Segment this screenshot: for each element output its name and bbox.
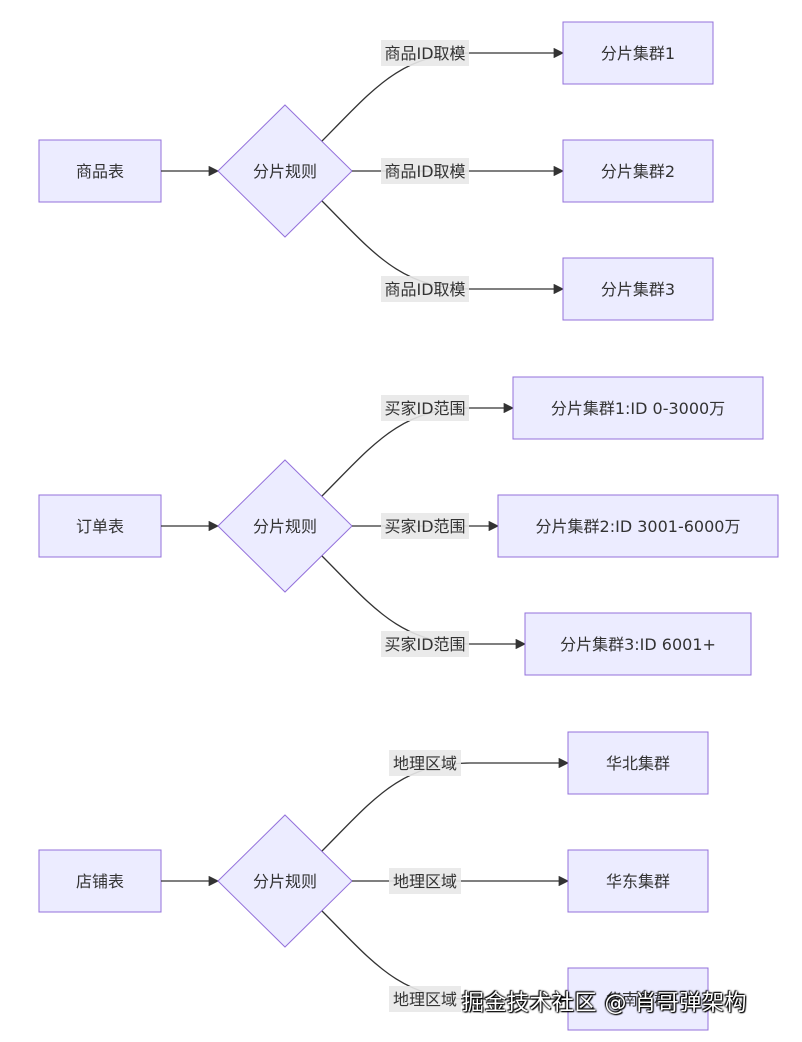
rule-diamond: [217, 459, 353, 593]
edge-rule-to-target: [321, 200, 565, 295]
edge-label-bg: [389, 986, 461, 1012]
edge-label: 商品ID取模: [384, 44, 465, 63]
edge-rule-to-target: [321, 47, 565, 142]
target-node-label: 华北集群: [606, 754, 670, 773]
edge-label-bg: [381, 158, 469, 184]
edge-label-bg: [389, 868, 461, 894]
target-node-label: 分片集群2:ID 3001-6000万: [536, 517, 741, 536]
target-node: [512, 376, 764, 440]
rule-label: 分片规则: [253, 517, 317, 536]
edge-label-bg: [381, 40, 469, 66]
group-3: 店铺表分片规则地理区域华北集群地理区域华东集群地理区域华南集群: [38, 731, 709, 1031]
target-node: [567, 731, 709, 795]
edge-rule-to-target: [321, 402, 515, 497]
edge-rule-to-target: [321, 555, 527, 650]
source-node: [38, 494, 162, 558]
edge-label-bg: [381, 395, 469, 421]
target-node-label: 华南集群: [606, 990, 670, 1009]
rule-label: 分片规则: [253, 162, 317, 181]
rule-diamond: [217, 814, 353, 948]
edge-label-bg: [389, 750, 461, 776]
target-node-label: 分片集群1: [601, 44, 675, 63]
rule-label: 分片规则: [253, 872, 317, 891]
edge-label: 买家ID范围: [384, 635, 465, 654]
target-node-label: 分片集群1:ID 0-3000万: [551, 399, 725, 418]
edge-label-bg: [381, 631, 469, 657]
target-node-label: 分片集群3:ID 6001+: [560, 635, 716, 654]
group-1: 商品表分片规则商品ID取模分片集群1商品ID取模分片集群2商品ID取模分片集群3: [38, 21, 714, 321]
edge-label: 地理区域: [393, 754, 457, 773]
target-node: [567, 849, 709, 913]
target-node: [562, 21, 714, 85]
edge-label: 地理区域: [393, 872, 457, 891]
group-2: 订单表分片规则买家ID范围分片集群1:ID 0-3000万买家ID范围分片集群2…: [38, 376, 779, 676]
target-node: [524, 612, 752, 676]
edge-label: 地理区域: [393, 990, 457, 1009]
source-node-label: 店铺表: [76, 872, 124, 891]
edge-rule-to-target: [321, 757, 570, 852]
target-node: [562, 257, 714, 321]
watermark: 掘金技术社区 @ 肖哥弹架构: [462, 991, 747, 1016]
edge-label: 买家ID范围: [384, 517, 465, 536]
target-node-label: 分片集群3: [601, 280, 675, 299]
target-node: [562, 139, 714, 203]
target-node-label: 华东集群: [606, 872, 670, 891]
target-node: [567, 967, 709, 1031]
source-node-label: 订单表: [76, 517, 124, 536]
edge-label: 商品ID取模: [384, 162, 465, 181]
edge-label: 买家ID范围: [384, 399, 465, 418]
target-node-label: 分片集群2: [601, 162, 675, 181]
source-node-label: 商品表: [76, 162, 124, 181]
edge-label-bg: [381, 276, 469, 302]
edge-label: 商品ID取模: [384, 280, 465, 299]
source-node: [38, 139, 162, 203]
source-node: [38, 849, 162, 913]
rule-diamond: [217, 104, 353, 238]
target-node: [497, 494, 779, 558]
edge-label-bg: [381, 513, 469, 539]
